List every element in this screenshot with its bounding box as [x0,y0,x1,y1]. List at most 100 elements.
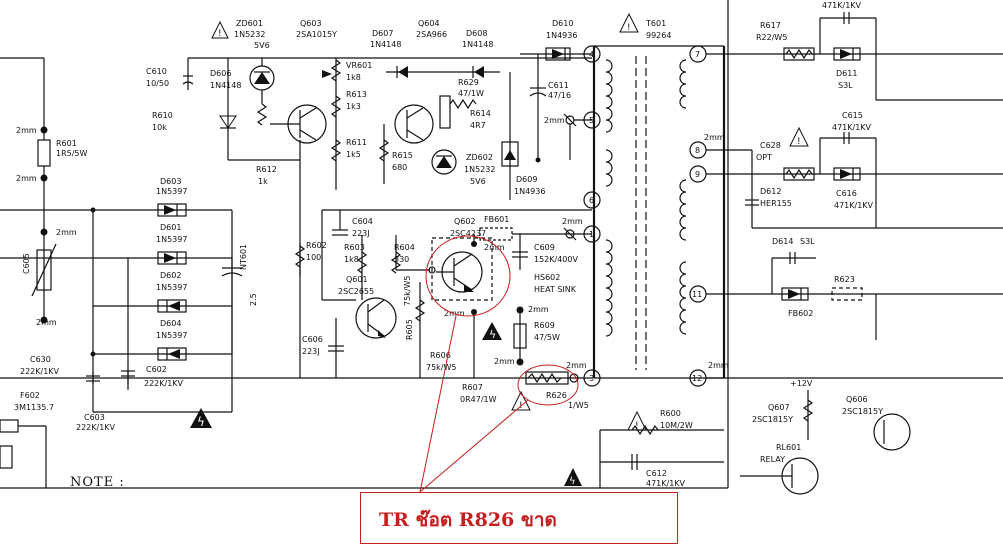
svg-text:F602: F602 [20,391,40,400]
zener-zd602 [431,149,457,175]
svg-text:Q604: Q604 [418,19,440,28]
svg-text:HER155: HER155 [760,199,792,208]
svg-text:5V6: 5V6 [254,41,270,50]
svg-text:10/50: 10/50 [146,79,169,88]
svg-text:R603: R603 [344,243,365,252]
svg-text:ZD601: ZD601 [236,19,263,28]
svg-text:ZD602: ZD602 [466,153,493,162]
svg-text:D612: D612 [760,187,781,196]
svg-text:12: 12 [692,374,702,383]
svg-text:1N5397: 1N5397 [156,187,187,196]
svg-text:C616: C616 [836,189,857,198]
svg-text:ϟ: ϟ [489,328,496,341]
secondary-section: R617 R22/W5 471K/1KV D611 S3L C628 OPT !… [706,1,1003,495]
svg-text:HEAT SINK: HEAT SINK [534,285,577,294]
svg-text:VR601: VR601 [346,61,372,70]
fault-callout-box: TR ช๊อต R826 ขาด [360,492,678,544]
svg-text:2mm: 2mm [562,217,583,226]
diode-d603 [157,203,187,217]
svg-text:3: 3 [589,374,594,383]
svg-text:1k5: 1k5 [346,150,361,159]
svg-text:D608: D608 [466,29,487,38]
label-r601-ref: R601 [56,139,77,148]
svg-text:!: ! [627,23,631,33]
svg-text:R614: R614 [470,109,491,118]
svg-text:10k: 10k [152,123,167,132]
svg-text:1N5232: 1N5232 [234,30,265,39]
svg-text:D606: D606 [210,69,231,78]
svg-text:C612: C612 [646,469,667,478]
svg-text:471K/1KV: 471K/1KV [832,123,872,132]
svg-text:R600: R600 [660,409,681,418]
svg-text:330: 330 [394,255,409,264]
svg-text:FB602: FB602 [788,309,813,318]
svg-text:1N5397: 1N5397 [156,283,187,292]
svg-text:1N4148: 1N4148 [210,81,241,90]
fault-circle-r626 [517,364,579,406]
svg-text:R626: R626 [546,391,567,400]
svg-text:NT601: NT601 [239,244,248,270]
svg-text:47/16: 47/16 [548,91,571,100]
svg-text:4R7: 4R7 [470,121,486,130]
svg-text:47/1W: 47/1W [458,89,484,98]
svg-text:11: 11 [692,290,702,299]
heat-sink-outline [431,237,493,301]
svg-text:R604: R604 [394,243,415,252]
svg-text:Q603: Q603 [300,19,322,28]
svg-text:1N4148: 1N4148 [462,40,493,49]
svg-text:R611: R611 [346,138,367,147]
svg-text:C615: C615 [842,111,863,120]
svg-text:2mm: 2mm [708,361,729,370]
svg-text:8: 8 [695,146,700,155]
svg-text:5V6: 5V6 [470,177,486,186]
svg-text:2.5: 2.5 [249,293,258,306]
svg-text:R606: R606 [430,351,451,360]
svg-text:2SC1815Y: 2SC1815Y [752,415,793,424]
diode-d604 [157,347,187,361]
svg-text:0R47/1W: 0R47/1W [460,395,497,404]
control-section: C610 10/50 D606 1N4148 R610 10k ZD601 1N… [146,12,639,378]
svg-text:R613: R613 [346,90,367,99]
svg-text:R609: R609 [534,321,555,330]
svg-text:R612: R612 [256,165,277,174]
svg-text:1k3: 1k3 [346,102,361,111]
fault-callout-text: TR ช๊อต R826 ขาด [379,509,557,531]
svg-text:S3L: S3L [838,81,853,90]
svg-text:2mm: 2mm [484,243,505,252]
svg-text:C603: C603 [84,413,105,422]
svg-text:47/5W: 47/5W [534,333,560,342]
svg-text:R610: R610 [152,111,173,120]
switching-section: C604 223J R602 100 R603 1k8 R604 330 Q60… [294,209,724,488]
svg-text:7: 7 [695,50,700,59]
svg-text:C630: C630 [30,355,51,364]
svg-text:75k/W5: 75k/W5 [403,275,412,306]
svg-text:!: ! [797,137,801,147]
transformer-t601: T601 99264 4 5 6 1 3 7 8 9 11 12 2mm 2mm… [583,19,729,431]
svg-text:2SA1015Y: 2SA1015Y [296,30,337,39]
svg-text:2SC4237: 2SC4237 [450,229,486,238]
svg-text:2mm: 2mm [36,318,57,327]
svg-text:4: 4 [589,50,594,59]
svg-text:!: ! [635,421,639,431]
supply-12v-label: +12V [790,379,813,388]
ferrite-bead-fb602 [831,287,863,301]
svg-text:D614: D614 [772,237,793,246]
svg-text:1/W5: 1/W5 [568,401,589,410]
svg-text:OPT: OPT [756,153,772,162]
svg-text:C602: C602 [146,365,167,374]
svg-text:Q602: Q602 [454,217,476,226]
svg-text:D607: D607 [372,29,393,38]
svg-text:222K/1KV: 222K/1KV [20,367,60,376]
svg-text:HS602: HS602 [534,273,560,282]
svg-text:R629: R629 [458,78,479,87]
svg-text:Q606: Q606 [846,395,868,404]
fault-circle-q602 [425,235,511,317]
label-r601-val: 1R5/5W [56,149,88,158]
svg-text:R602: R602 [306,241,327,250]
svg-text:!: ! [218,29,222,39]
svg-text:C604: C604 [352,217,373,226]
svg-text:222K/1KV: 222K/1KV [76,423,116,432]
svg-text:D601: D601 [160,223,181,232]
svg-text:1N4936: 1N4936 [546,31,577,40]
